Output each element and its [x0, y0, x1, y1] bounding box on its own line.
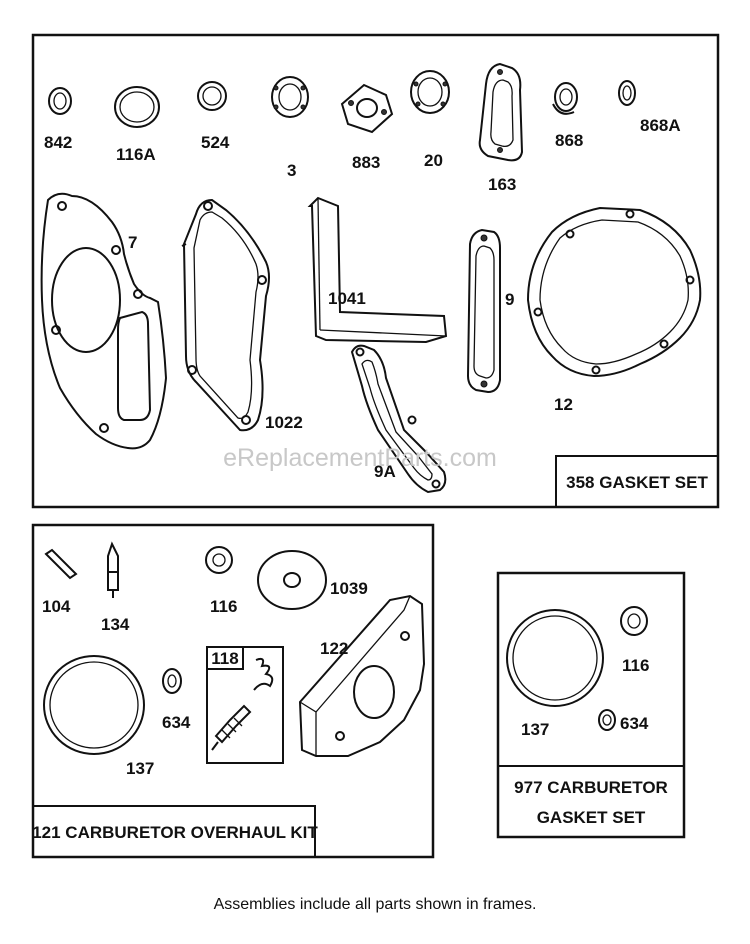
part-134-inlet-needle [107, 541, 119, 598]
label-118: 118 [211, 649, 238, 668]
overhaul-kit-title-box [32, 805, 316, 858]
sub-assembly-118-label-box [206, 646, 244, 670]
gasket-set-title-box [555, 455, 719, 508]
part-1022-gasket [181, 198, 270, 432]
part-3-oil-seal [271, 76, 309, 118]
part-163-gasket [478, 62, 524, 162]
label-116: 116 [210, 597, 237, 616]
part-868-valve-seal [552, 82, 578, 115]
part-842-ring [48, 87, 72, 115]
carb-gasket-set-title-line2: GASKET SET [537, 808, 646, 827]
label-1041: 1041 [328, 289, 366, 308]
part-116-seat [205, 546, 233, 574]
label-7: 7 [128, 233, 137, 252]
part-9A-gasket [350, 344, 447, 494]
part-137-bowl-gasket-set [506, 609, 604, 707]
part-116A-o-ring [114, 86, 160, 128]
label-1039: 1039 [330, 579, 368, 598]
label-137-set: 137 [521, 720, 549, 739]
label-116-set: 116 [622, 656, 649, 675]
overhaul-kit-frame [31, 523, 435, 859]
label-3: 3 [287, 161, 296, 180]
part-1041-seal-strip [307, 196, 448, 344]
label-134: 134 [101, 615, 130, 634]
label-9: 9 [505, 290, 514, 309]
part-9-gasket [466, 228, 501, 394]
label-634-set: 634 [620, 714, 649, 733]
gasket-set-frame [31, 33, 720, 509]
part-7-head-gasket [40, 192, 168, 450]
part-118-screw-and-spring [211, 657, 274, 751]
part-634-seal-set [598, 709, 616, 731]
label-116A: 116A [116, 145, 156, 164]
part-1039-diaphragm [257, 550, 327, 610]
carb-gasket-set-frame [496, 571, 686, 839]
part-20-oil-seal [410, 70, 450, 114]
label-524: 524 [201, 133, 230, 152]
part-122-carburetor-gasket [298, 594, 426, 757]
label-137: 137 [126, 759, 154, 778]
part-137-bowl-gasket [43, 655, 145, 755]
label-1022: 1022 [265, 413, 303, 432]
part-12-crankcase-gasket [526, 206, 702, 378]
label-868A: 868A [640, 116, 681, 135]
label-12: 12 [554, 395, 573, 414]
part-883-flange-gasket [340, 83, 394, 134]
label-868: 868 [555, 131, 583, 150]
label-842: 842 [44, 133, 72, 152]
footer-note: Assemblies include all parts shown in fr… [213, 896, 537, 913]
watermark: eReplacementParts.com [223, 444, 497, 472]
carb-gasket-set-title-box [497, 765, 685, 838]
part-116-seat-set [620, 606, 648, 636]
label-634: 634 [162, 713, 191, 732]
label-163: 163 [488, 175, 516, 194]
part-634-seal [162, 668, 182, 694]
carb-gasket-set-title-line1: 977 CARBURETOR [514, 778, 668, 797]
label-104: 104 [42, 597, 71, 616]
label-122: 122 [320, 639, 348, 658]
label-883: 883 [352, 153, 380, 172]
label-20: 20 [424, 151, 443, 170]
overhaul-kit-title: 121 CARBURETOR OVERHAUL KIT [32, 823, 318, 842]
part-104-pin [44, 548, 78, 580]
part-868A-washer [618, 80, 636, 106]
label-9A: 9A [374, 462, 396, 481]
sub-assembly-118-box [206, 646, 284, 764]
part-524-ring [197, 81, 227, 111]
gasket-set-title: 358 GASKET SET [566, 473, 708, 492]
